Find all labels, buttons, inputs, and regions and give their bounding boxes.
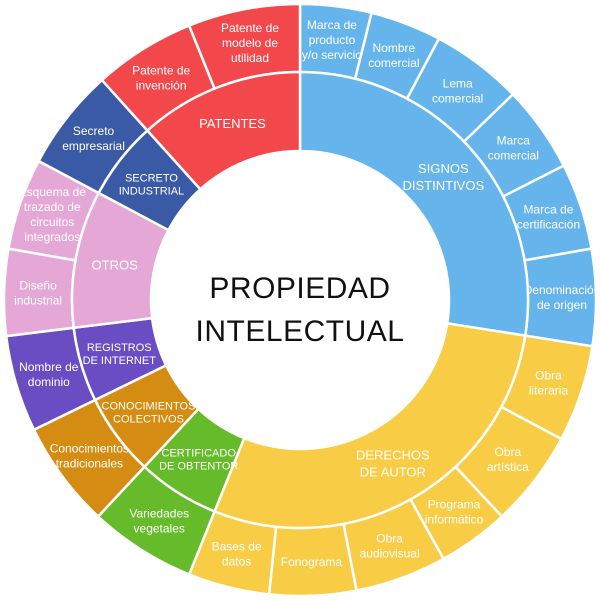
category-secreto-industrial-label-line: SECRETO xyxy=(125,172,178,184)
denominacion-de-origen-label-line: Denominación xyxy=(524,283,600,297)
variedades-vegetales-label-line: Variedades xyxy=(129,506,189,520)
nombre-comercial-label-line: Nombre xyxy=(373,41,416,55)
marca-de-certificacion-label-line: certificación xyxy=(517,217,580,231)
lema-comercial-label-line: Lema xyxy=(443,76,473,90)
conocimientos-tradicionales-label-line: Conocimientos xyxy=(50,441,129,455)
denominacion-de-origen-label-line: de origen xyxy=(537,298,587,312)
category-certificado-de-obtentor-label-line: DE OBTENTOR xyxy=(159,460,238,472)
obra-artistica-label-line: Obra xyxy=(495,445,522,459)
category-certificado-de-obtentor-label-line: CERTIFICADO xyxy=(162,447,237,459)
category-conocimientos-colectivos-label-line: CONOCIMIENTOS xyxy=(102,401,196,413)
obra-audiovisual-label-line: audiovisual xyxy=(360,547,420,561)
obra-audiovisual-label-line: Obra xyxy=(376,532,403,546)
variedades-vegetales-label-line: vegetales xyxy=(134,521,185,535)
center-title-line2: INTELECTUAL xyxy=(196,315,405,348)
obra-literaria-label-line: literaria xyxy=(529,384,569,398)
category-signos-distintivos-label-line: SIGNOS xyxy=(418,161,469,176)
marca-de-producto-label-line: producto xyxy=(309,33,356,47)
fonograma-label-line: Fonograma xyxy=(281,555,343,569)
esquema-de-trazado-label-line: circuitos xyxy=(30,215,74,229)
category-signos-distintivos-label: SIGNOS DISTINTIVOS xyxy=(403,161,485,193)
obra-artistica-label-line: artística xyxy=(487,460,529,474)
diseno-industrial-label-line: industrial xyxy=(14,294,62,308)
patente-de-modelo-de-utilidad-label-line: Patente de xyxy=(221,21,279,35)
esquema-de-trazado-label-line: trazado de xyxy=(24,200,81,214)
fonograma-label: Fonograma xyxy=(281,555,343,569)
programa-informatico-label-line: Programa xyxy=(428,497,481,511)
secreto-empresarial-label-line: Secreto xyxy=(73,124,115,138)
diseno-industrial-label-line: Diseño xyxy=(19,279,57,293)
lema-comercial-label-line: comercial xyxy=(432,91,483,105)
category-derechos-de-autor-label-line: DE AUTOR xyxy=(360,465,426,480)
obra-literaria-label-line: Obra xyxy=(535,369,562,383)
marca-comercial-label-line: comercial xyxy=(488,148,539,162)
esquema-de-trazado-label-line: integrados xyxy=(24,230,80,244)
bases-de-datos-label-line: Bases de xyxy=(212,540,262,554)
bases-de-datos-label-line: datos xyxy=(222,555,251,569)
programa-informatico-label-line: informático xyxy=(425,512,484,526)
esquema-de-trazado-label-line: Esquema de xyxy=(19,185,87,199)
category-patentes-label-line: PATENTES xyxy=(199,116,266,131)
secreto-empresarial-label-line: empresarial xyxy=(62,139,125,153)
marca-de-certificacion-label-line: Marca de xyxy=(523,202,573,216)
category-patentes-label: PATENTES xyxy=(199,116,266,131)
marca-de-producto-label-line: y/o servicio xyxy=(302,48,362,62)
nombre-de-dominio-label-line: Nombre de xyxy=(19,360,79,374)
category-otros-label-line: OTROS xyxy=(92,258,139,273)
marca-comercial-label-line: Marca xyxy=(497,133,531,147)
category-secreto-industrial-label-line: INDUSTRIAL xyxy=(119,185,184,197)
category-derechos-de-autor xyxy=(212,321,527,530)
center-circle xyxy=(151,151,449,449)
patente-de-modelo-de-utilidad-label-line: modelo de xyxy=(222,36,278,50)
category-otros-label: OTROS xyxy=(92,258,139,273)
nombre-de-dominio-label-line: dominio xyxy=(28,375,70,389)
nombre-comercial-label-line: comercial xyxy=(368,56,419,70)
center-title-line1: PROPIEDAD xyxy=(209,272,390,305)
patente-de-invencion-label-line: invención xyxy=(136,78,187,92)
category-registros-de-internet-label-line: REGISTROS xyxy=(87,342,152,354)
patente-de-invencion-label-line: Patente de xyxy=(132,63,190,77)
conocimientos-tradicionales-label-line: tradicionales xyxy=(56,456,123,470)
patente-de-modelo-de-utilidad-label-line: utilidad xyxy=(231,51,269,65)
category-signos-distintivos-label-line: DISTINTIVOS xyxy=(403,178,485,193)
marca-de-producto-label-line: Marca de xyxy=(307,18,357,32)
category-derechos-de-autor-label-line: DERECHOS xyxy=(356,448,430,463)
category-conocimientos-colectivos-label-line: COLECTIVOS xyxy=(113,414,184,426)
category-registros-de-internet-label-line: DE INTERNET xyxy=(83,355,157,367)
category-derechos-de-autor-label: DERECHOS DE AUTOR xyxy=(356,448,430,480)
